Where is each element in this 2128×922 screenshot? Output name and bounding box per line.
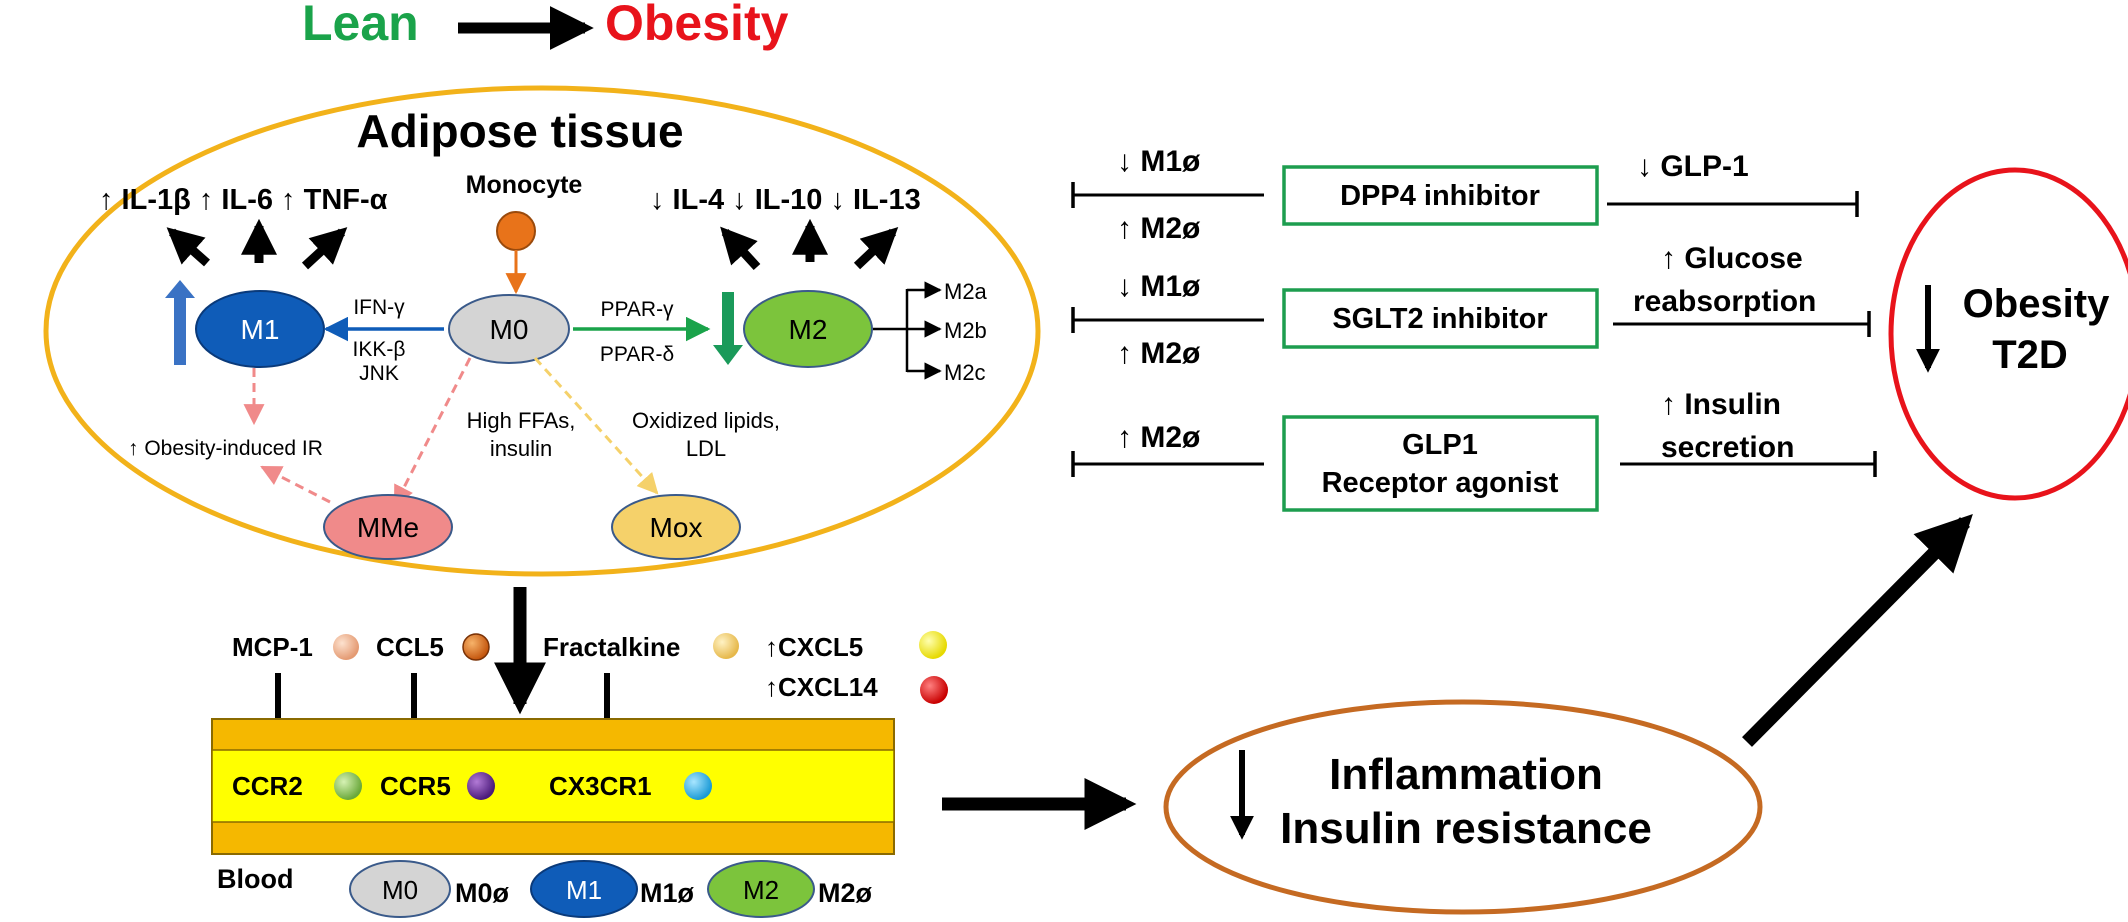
- mox-label: Mox: [650, 512, 703, 543]
- ccl5-dot: [462, 633, 490, 661]
- mme-label: MMe: [357, 512, 419, 543]
- m2-cell: [743, 290, 873, 368]
- ccl5-label: CCL5: [376, 632, 444, 662]
- m2-signal-ppar-gamma: PPAR-γ: [600, 298, 674, 321]
- cxcl14-label: ↑CXCL14: [765, 672, 878, 702]
- sglt2-inhibitor-label: SGLT2 inhibitor: [1332, 303, 1547, 335]
- ccr2-label: CCR2: [232, 771, 303, 801]
- cx3cr1-dot: [684, 772, 712, 800]
- blood-m1-cell-label: M1: [566, 875, 602, 905]
- glp1-right-effect-2: secretion: [1661, 431, 1794, 464]
- m2-down-arrow-icon: [713, 292, 743, 365]
- m2-cytokine-arrow-left: [720, 226, 761, 271]
- blood-m0-label: M0ø: [455, 878, 510, 908]
- mcp1-dot: [333, 634, 359, 660]
- sglt2-right-effect-1: ↑ Glucose: [1661, 242, 1803, 275]
- sglt2-left-effect-1: ↓ M1ø: [1117, 270, 1201, 303]
- blood-m1-label: M1ø: [640, 878, 695, 908]
- m0-to-mox-dashed-arrow: [533, 356, 659, 495]
- drug-row-glp1: ↑ M2ø GLP1 Receptor agonist ↑ Insulin se…: [1071, 388, 1877, 512]
- mox-trigger-line1: Oxidized lipids,: [632, 408, 780, 433]
- blood-m2-cell-label: M2: [743, 875, 779, 905]
- m1-cytokines: ↑ IL-1β ↑ IL-6 ↑ TNF-α: [99, 184, 388, 216]
- m2-cytokines: ↓ IL-4 ↓ IL-10 ↓ IL-13: [650, 184, 921, 216]
- sglt2-inhibitor-box: [1282, 288, 1599, 349]
- ccr2-dot: [334, 772, 362, 800]
- m2-cytokine-arrow-right: [853, 227, 899, 270]
- sglt2-left-effect-2: ↑ M2ø: [1117, 337, 1201, 370]
- m0-cell: [448, 294, 570, 364]
- dpp4-left-effect-2: ↑ M2ø: [1117, 212, 1201, 245]
- ccr5-label: CCR5: [380, 771, 451, 801]
- m0-to-mme-dashed-arrow: [393, 357, 472, 507]
- glp1-left-effect-1: ↑ M2ø: [1117, 421, 1201, 454]
- monocyte-label: Monocyte: [466, 171, 583, 199]
- outcome-line1: Inflammation: [1329, 750, 1603, 799]
- m1-up-arrow-icon: [165, 280, 195, 365]
- m1-label: M1: [241, 314, 280, 345]
- outcome-line2: Insulin resistance: [1280, 804, 1652, 853]
- glp1-right-effect-1: ↑ Insulin: [1661, 388, 1781, 421]
- m2c-label: M2c: [944, 360, 986, 385]
- cxcl5-dot: [919, 631, 947, 659]
- m1-signal-jnk: JNK: [359, 362, 399, 385]
- m0-label: M0: [490, 314, 529, 345]
- outcome-ellipse: [1163, 699, 1763, 915]
- mme-trigger-line1: High FFAs,: [467, 408, 576, 433]
- m1-cytokine-arrow-left: [166, 227, 210, 267]
- dpp4-inhibitor-box: [1282, 165, 1599, 226]
- monocyte-cell: [496, 211, 536, 251]
- ccr5-dot: [467, 772, 495, 800]
- dpp4-inhibitor-label: DPP4 inhibitor: [1340, 180, 1540, 212]
- vessel-lumen: [211, 749, 895, 823]
- target-line2: T2D: [1992, 333, 2068, 377]
- fractalkine-dot: [713, 633, 739, 659]
- m1-signal-ifn: IFN-γ: [353, 296, 405, 319]
- mox-cell: [611, 494, 741, 560]
- m2-signal-ppar-delta: PPAR-δ: [600, 343, 674, 366]
- adipose-tissue-title: Adipose tissue: [356, 105, 683, 157]
- sglt2-right-effect-2: reabsorption: [1633, 285, 1816, 318]
- blood-m2-cell: [707, 860, 815, 918]
- m2a-label: M2a: [944, 279, 988, 304]
- mme-trigger-line2: insulin: [490, 436, 552, 461]
- cxcl5-label: ↑CXCL5: [765, 632, 863, 662]
- obesity-induced-ir-label: ↑ Obesity-induced IR: [128, 437, 323, 460]
- glp1-agonist-box: [1282, 415, 1599, 512]
- target-ellipse: [1888, 167, 2128, 501]
- outcome-to-target-arrow: [1742, 514, 1973, 747]
- glp1-agonist-label-2: Receptor agonist: [1322, 467, 1559, 499]
- lean-label: Lean: [302, 0, 419, 51]
- obesity-label: Obesity: [605, 0, 789, 51]
- cx3cr1-label: CX3CR1: [549, 771, 652, 801]
- blood-m0-cell-label: M0: [382, 875, 418, 905]
- mcp1-label: MCP-1: [232, 632, 313, 662]
- cxcl14-dot: [920, 676, 948, 704]
- mox-trigger-line2: LDL: [686, 436, 726, 461]
- glp1-agonist-label-1: GLP1: [1402, 429, 1478, 461]
- mme-to-ir-dashed-arrow: [260, 465, 331, 504]
- mme-cell: [323, 494, 453, 560]
- m2-label: M2: [789, 314, 828, 345]
- dpp4-right-effect-1: ↓ GLP-1: [1637, 150, 1749, 183]
- m1-signal-ikk: IKK-β: [353, 338, 406, 361]
- m2b-label: M2b: [944, 318, 987, 343]
- drug-row-sglt2: ↓ M1ø ↑ M2ø SGLT2 inhibitor ↑ Glucose re…: [1071, 242, 1871, 370]
- blood-m0-cell: [349, 860, 451, 918]
- blood-m1-cell: [530, 860, 638, 918]
- blood-m2-label: M2ø: [818, 878, 873, 908]
- dpp4-left-effect-1: ↓ M1ø: [1117, 145, 1201, 178]
- fractalkine-label: Fractalkine: [543, 632, 680, 662]
- blood-label: Blood: [217, 864, 293, 894]
- drug-row-dpp4: ↓ M1ø ↑ M2ø DPP4 inhibitor ↓ GLP-1: [1071, 145, 1859, 245]
- target-line1: Obesity: [1963, 282, 2110, 326]
- m1-cytokine-arrow-right: [301, 227, 348, 270]
